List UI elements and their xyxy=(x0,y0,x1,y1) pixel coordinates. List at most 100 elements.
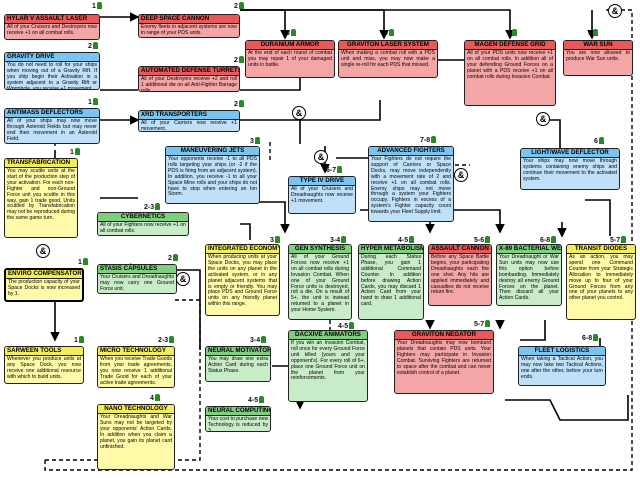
tech-level-icon xyxy=(485,236,491,243)
tech-hylar-v-assault-laser[interactable]: HYLAR V ASSAULT LASER All of your Cruise… xyxy=(4,14,100,40)
tech-hyper-metabolism[interactable]: HYPER METABOLISM During each Status Phas… xyxy=(358,244,424,320)
tech-automated-defense-turrets[interactable]: AUTOMATED DEFENSE TURRETS All of your De… xyxy=(138,66,240,92)
tech-deep-space-cannon[interactable]: DEEP SPACE CANNON Enemy fleets in adjace… xyxy=(138,14,240,38)
tech-level-icon xyxy=(92,98,98,105)
tech-dacxive-animators[interactable]: DACXIVE ANIMATORS If you win an Invasion… xyxy=(288,330,368,402)
tech-level-badge: 6-8 xyxy=(540,236,557,244)
tech-level-icon xyxy=(172,254,178,261)
tech-description: When you receive Trade Goods from your t… xyxy=(100,356,172,386)
tech-gen-synthesis[interactable]: GEN SYNTHESIS All of your Ground Forces … xyxy=(288,244,352,320)
tech-level-badge: 4-5 xyxy=(338,322,355,330)
tech-micro-technology[interactable]: MICRO TECHNOLOGY When you receive Trade … xyxy=(97,346,175,388)
tech-description: As an action, you may spend one Command … xyxy=(569,254,633,302)
tech-description: Your opponents receive -1 to all PDS rol… xyxy=(168,156,257,198)
tech-advanced-fighters[interactable]: ADVANCED FIGHTERS Your Fighters do not r… xyxy=(368,146,454,222)
tech-fleet-logistics[interactable]: FLEET LOGISTICS When taking a Tactical A… xyxy=(518,346,606,386)
tech-gravity-drive[interactable]: GRAVITY DRIVE You do not need to roll fo… xyxy=(4,52,100,90)
tech-description: You do not need to roll for your ships w… xyxy=(7,62,97,90)
tech-title: DURANIUM ARMOR xyxy=(246,41,334,50)
tech-level-icon xyxy=(409,236,415,243)
tech-xrd-transporters[interactable]: XRD TRANSPORTERS All of your Carriers no… xyxy=(138,110,240,132)
tech-title: NANO TECHNOLOGY xyxy=(98,405,174,414)
tech-level-icon xyxy=(155,203,161,210)
tech-description: All of your Cruisers and Destroyers now … xyxy=(7,24,97,36)
tech-transit-diodes[interactable]: TRANSIT DIODES As an action, you may spe… xyxy=(566,244,636,320)
tech-description: All of your Carriers now receive +1 move… xyxy=(141,120,237,132)
tech-duranium-armor[interactable]: DURANIUM ARMOR At the end of each round … xyxy=(245,40,335,78)
tech-level-icon xyxy=(169,336,175,343)
tech-level-icon xyxy=(259,396,265,403)
tech-title: HYPER METABOLISM xyxy=(359,245,423,254)
tech-description: Your Dreadnaughts may now bombard planet… xyxy=(397,340,491,376)
tech-description: Enemy fleets in adjacent systems are now… xyxy=(141,24,237,36)
tech-description: The production capacity of your Space Do… xyxy=(8,279,80,297)
tech-integrated-economy[interactable]: INTEGRATED ECONOMY When producing units … xyxy=(205,244,280,316)
tech-cybernetics[interactable]: CYBERNETICS All of your Fighters now rec… xyxy=(97,212,189,236)
tech-stasis-capsules[interactable]: STASIS CAPSULES Your Cruisers and Dreadn… xyxy=(97,264,177,294)
tech-description: During each Status Phase, you gain 1 add… xyxy=(361,254,421,308)
tech-neural-motivator[interactable]: NEURAL MOTIVATOR You may draw one extra … xyxy=(205,346,271,382)
tech-level-badge: 4-5 xyxy=(398,236,415,244)
tech-description: At the end of each round of combat you m… xyxy=(248,50,332,68)
tech-title: GRAVITON LASER SYSTEM xyxy=(339,41,437,50)
tech-level-badge: 2 xyxy=(88,42,98,50)
tech-level-badge: 2 xyxy=(234,100,244,108)
tech-level-icon xyxy=(621,236,627,243)
tech-antimass-deflectors[interactable]: ANTIMASS DEFLECTORS All of your ships ma… xyxy=(4,108,100,144)
tech-title: FLEET LOGISTICS xyxy=(519,347,605,356)
tech-description: You may scuttle units at the start of th… xyxy=(7,168,75,222)
tech-description: Your Fighters do not require the support… xyxy=(371,156,451,216)
tech-level-badge: 3-4 xyxy=(330,236,347,244)
tech-nano-technology[interactable]: NANO TECHNOLOGY Your Dreadnaughts and Wa… xyxy=(97,404,175,470)
tech-enviro-compensator[interactable]: ENVIRO COMPENSATOR The production capaci… xyxy=(4,268,84,302)
tech-level-icon xyxy=(78,336,84,343)
tech-description: Your Dreadnaughts and War Suns may not b… xyxy=(100,414,172,450)
tech-level-icon xyxy=(238,56,244,63)
tech-title: SARWEEN TOOLS xyxy=(5,347,83,356)
tech-level-badge: 3 xyxy=(270,236,280,244)
tech-description: Whenever you produce units at any Space … xyxy=(7,356,81,380)
tech-transfabrication[interactable]: TRANSFABRICATION You may scuttle units a… xyxy=(4,158,78,238)
tech-description: You are now allowed to produce War Sun u… xyxy=(566,50,630,62)
tech-title: TRANSIT DIODES xyxy=(567,245,635,254)
and-node: & xyxy=(608,4,622,18)
tech-maneuvering-jets[interactable]: MANEUVERING JETS Your opponents receive … xyxy=(165,146,260,204)
tech-description: All of your Destroyers receive +2 and ro… xyxy=(141,76,237,92)
tech-title: GRAVITY DRIVE xyxy=(5,53,99,62)
tech-assault-cannon[interactable]: ASSAULT CANNON Before any Space Battle b… xyxy=(428,244,492,306)
tech-level-icon xyxy=(82,258,88,265)
tech-sarween-tools[interactable]: SARWEEN TOOLS Whenever you produce units… xyxy=(4,346,84,384)
tech-graviton-laser-system[interactable]: GRAVITON LASER SYSTEM When making a comb… xyxy=(338,40,438,78)
tech-light-wave-deflector[interactable]: LIGHT/WAVE DEFLECTOR Your ships may now … xyxy=(520,148,620,190)
tech-level-badge: 1 xyxy=(92,2,102,10)
tech-level-badge: 5 xyxy=(588,29,598,37)
and-node: & xyxy=(536,112,550,126)
tech-level-icon xyxy=(593,334,599,341)
tech-type-iv-drive[interactable]: TYPE IV DRIVE All of your Cruisers and D… xyxy=(288,176,356,214)
tech-description: When taking a Tactical Action, you may n… xyxy=(521,356,603,380)
tech-description: Your cost to purchase new Technology is … xyxy=(208,416,268,432)
tech-war-sun[interactable]: WAR SUN You are now allowed to produce W… xyxy=(563,40,633,76)
tech-level-icon xyxy=(254,137,260,144)
tech-title: WAR SUN xyxy=(564,41,632,50)
tech-level-badge: 6-7 xyxy=(326,166,343,174)
tech-title: MICRO TECHNOLOGY xyxy=(98,347,174,356)
tech-title: ADVANCED FIGHTERS xyxy=(369,147,453,156)
tech-level-badge: 2-3 xyxy=(144,203,161,211)
tech-level-icon xyxy=(598,137,604,144)
tech-neural-computing[interactable]: NEURAL COMPUTING Your cost to purchase n… xyxy=(205,406,271,432)
tech-description: When producing units at your Space Docks… xyxy=(208,254,277,308)
tech-title: TRANSFABRICATION xyxy=(5,159,77,168)
tech-level-icon xyxy=(388,29,394,36)
tech-level-badge: 1 xyxy=(78,258,88,266)
tech-level-icon xyxy=(431,136,437,143)
tech-level-icon xyxy=(341,236,347,243)
tech-level-badge: 2 xyxy=(168,254,178,262)
tech-title: ENVIRO COMPENSATOR xyxy=(6,270,82,279)
tech-title: DEEP SPACE CANNON xyxy=(139,15,239,24)
tech-x89-bacterial-weapon[interactable]: X-89 BACTERIAL WEAPON Your Dreadnaught o… xyxy=(496,244,562,306)
tech-level-icon xyxy=(92,42,98,49)
tech-graviton-negator[interactable]: GRAVITON NEGATOR Your Dreadnaughts may n… xyxy=(394,330,494,394)
tech-title: CYBERNETICS xyxy=(98,213,188,222)
tech-magen-defense-grid[interactable]: MAGEN DEFENSE GRID All of your PDS units… xyxy=(464,40,556,106)
